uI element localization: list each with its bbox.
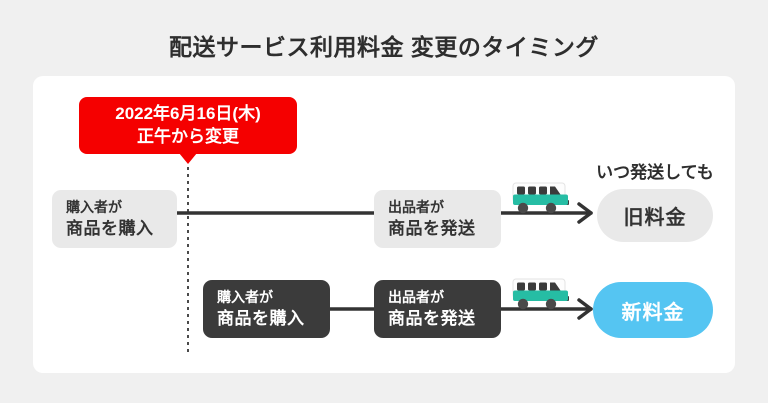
seller-ship-box-old: 出品者が 商品を発送 bbox=[374, 190, 501, 248]
anytime-shipping-note: いつ発送しても bbox=[596, 163, 714, 182]
callout-pointer bbox=[179, 153, 197, 164]
timeline-divider bbox=[187, 167, 189, 355]
buyer-purchase-box-old: 購入者が 商品を購入 bbox=[52, 190, 177, 248]
seller-ship-box-new: 出品者が 商品を発送 bbox=[374, 280, 501, 338]
change-date-line1: 2022年6月16日(木) bbox=[115, 103, 261, 123]
buyer-purchase-box-new: 購入者が 商品を購入 bbox=[203, 280, 330, 338]
step-label-line2: 商品を発送 bbox=[388, 219, 476, 238]
delivery-truck-icon bbox=[512, 182, 569, 214]
page-title: 配送サービス利用料金 変更のタイミング bbox=[169, 34, 599, 60]
step-label-line1: 購入者が bbox=[217, 289, 273, 305]
change-date-callout: 2022年6月16日(木) 正午から変更 bbox=[79, 97, 297, 154]
step-label-line1: 出品者が bbox=[388, 199, 444, 215]
change-date-line2: 正午から変更 bbox=[137, 126, 239, 146]
step-label-line2: 商品を購入 bbox=[217, 309, 305, 328]
step-label-line1: 出品者が bbox=[388, 289, 444, 305]
step-label-line2: 商品を購入 bbox=[66, 219, 154, 238]
step-label-line2: 商品を発送 bbox=[388, 309, 476, 328]
flow-arrow-old bbox=[133, 202, 593, 224]
step-label-line1: 購入者が bbox=[66, 199, 122, 215]
new-fee-pill: 新料金 bbox=[593, 282, 713, 338]
delivery-truck-icon bbox=[512, 278, 569, 310]
diagram-card: 2022年6月16日(木) 正午から変更 購入者が 商品を購入 出品者が 商品を… bbox=[33, 76, 735, 373]
old-fee-pill: 旧料金 bbox=[597, 189, 713, 242]
